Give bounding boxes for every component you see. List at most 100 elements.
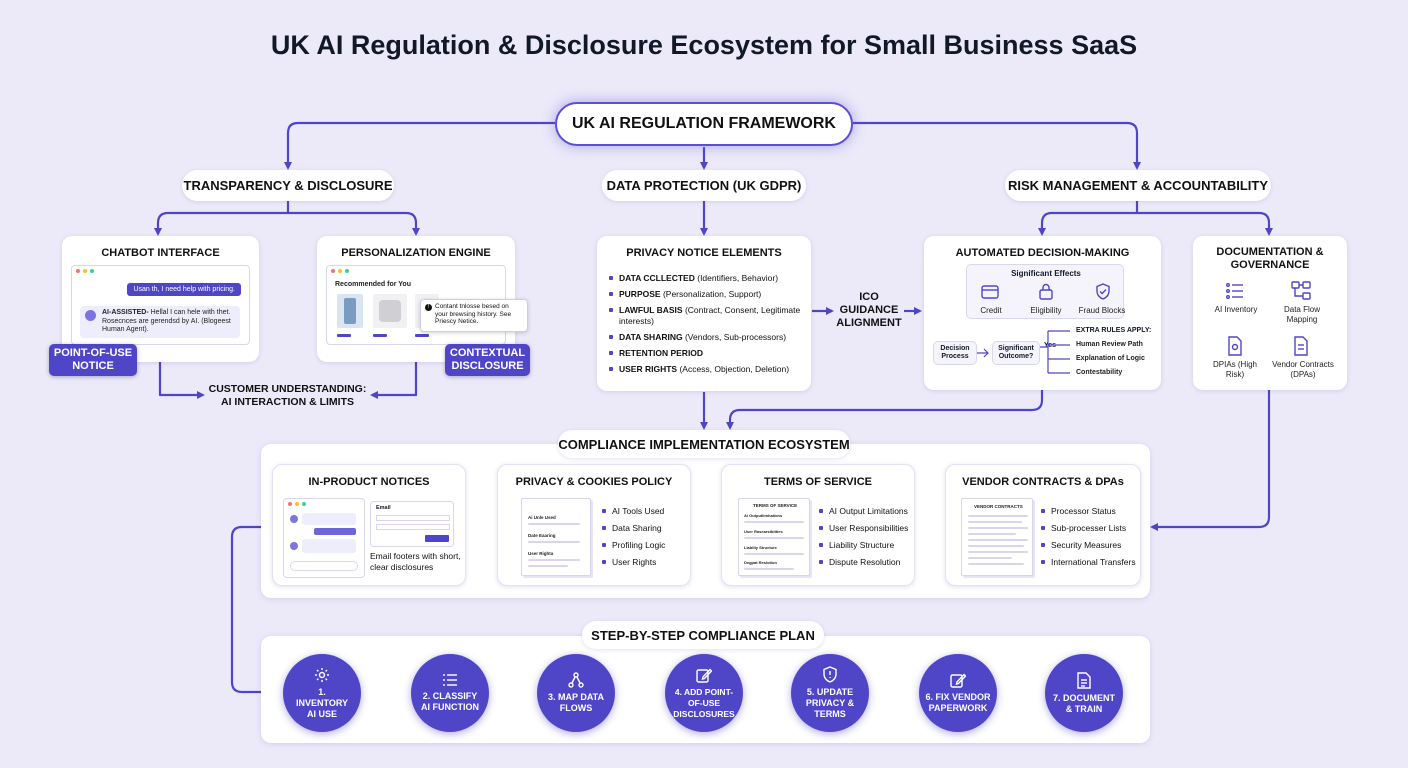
dpia-document-icon	[1228, 336, 1242, 356]
step-4: 4. ADD POINT-OF-USE DISCLOSURES	[665, 654, 743, 732]
chatbot-title: CHATBOT INTERFACE	[101, 247, 220, 259]
edge-personalization-customer	[370, 362, 418, 399]
step-3: 3. MAP DATA FLOWS	[537, 654, 615, 732]
flow-icon	[568, 672, 584, 688]
effect-credit: Credit	[980, 306, 1002, 315]
credit-card-icon	[981, 285, 999, 299]
step-label: 5. UPDATE PRIVACY & TERMS	[805, 687, 855, 719]
documentation-card: DOCUMENTATION & GOVERNANCE AI Inventory …	[1193, 236, 1347, 390]
gear-icon	[315, 667, 329, 682]
page-title: UK AI Regulation & Disclosure Ecosystem …	[270, 30, 1138, 60]
step-6: 6. FIX VENDOR PAPERWORK	[919, 654, 997, 732]
root-node: UK AI REGULATION FRAMEWORK	[555, 102, 853, 146]
privacy-notice-list: DATA CCLLECTED (Identifiers, Behavior) P…	[609, 273, 805, 380]
edit-icon	[950, 673, 966, 688]
doc-item-dpias: DPIAs (High Risk)	[1212, 360, 1257, 379]
privacy-notice-card: PRIVACY NOTICE ELEMENTS DATA CCLLECTED (…	[597, 236, 811, 391]
compliance-ecosystem-title: COMPLIANCE IMPLEMENTATION ECOSYSTEM	[558, 430, 850, 458]
step-5: 5. UPDATE PRIVACY & TERMS	[791, 654, 869, 732]
shield-icon	[823, 666, 837, 683]
vendor-list: Processor Status Sub-processer Lists Sec…	[1041, 506, 1141, 574]
doc-line: Degpat Reslotion	[744, 560, 777, 565]
list-icon	[1226, 283, 1243, 299]
doc-line: Ai Unle Used	[528, 515, 556, 520]
step-7: 7. DOCUMENT & TRAIN	[1045, 654, 1123, 732]
vendor-document: VENDOR CONTRACTS	[961, 498, 1033, 576]
step-label: 3. MAP DATA FLOWS	[547, 692, 604, 713]
email-preview: Email	[370, 501, 454, 547]
effect-fraud-blocks: Fraud Blocks	[1078, 306, 1126, 315]
privacy-policy-item: Data Sharing	[602, 523, 690, 534]
doc-line: User Rasearstbitties	[744, 529, 783, 534]
terms-item: User Responsibilities	[819, 523, 915, 534]
customer-understanding: CUSTOMER UNDERSTANDING: AI INTERACTION &…	[208, 383, 367, 408]
step-label: 7. DOCUMENT & TRAIN	[1053, 692, 1116, 714]
vendor-item: Security Measures	[1041, 540, 1141, 551]
point-of-use-notice-badge: POINT-OF-USE NOTICE	[49, 344, 137, 376]
adm-title: AUTOMATED DECISION-MAKING	[955, 247, 1130, 259]
vendor-item: Processor Status	[1041, 506, 1141, 517]
doc-line: User Righta	[528, 551, 554, 556]
effect-eligibility: Eligibility	[1030, 306, 1062, 315]
edge-transparency-children	[154, 200, 290, 236]
product-image	[337, 294, 363, 328]
decision-process-box: Decision Process	[933, 341, 977, 365]
in-product-title: IN-PRODUCT NOTICES	[308, 476, 430, 488]
privacy-notice-title: PRIVACY NOTICE ELEMENTS	[626, 247, 782, 259]
extra-rule-item: Explanation of Logic	[1076, 355, 1145, 362]
edge-adm-compliance	[726, 390, 1044, 430]
terms-card: TERMS OF SERVICE TERMS OF SERVICE Ai Out…	[721, 464, 915, 586]
terms-title: TERMS OF SERVICE	[764, 476, 872, 488]
significant-outcome-box: Significant Outcome?	[992, 341, 1040, 365]
terms-document: TERMS OF SERVICE Ai Outputlimhations Use…	[738, 498, 810, 576]
privacy-policy-list: AI Tools Used Data Sharing Profiling Log…	[602, 506, 690, 574]
terms-item: Liability Structure	[819, 540, 915, 551]
privacy-notice-item: RETENTION PERIOD	[609, 348, 805, 359]
adm-card: AUTOMATED DECISION-MAKING Significant Ef…	[924, 236, 1161, 390]
terms-list: AI Output Limitations User Responsibilit…	[819, 506, 915, 574]
doc-line: Ai Outputlimhations	[744, 513, 783, 518]
extra-rule-item: Contestability	[1076, 369, 1123, 376]
privacy-notice-item: PURPOSE (Personalization, Support)	[609, 289, 805, 300]
vendor-card: VENDOR CONTRACTS & DPAs VENDOR CONTRACTS…	[945, 464, 1141, 586]
privacy-notice-item: LAWFUL BASIS (Contract, Consent, Legitim…	[609, 305, 805, 327]
info-icon: !	[425, 304, 432, 311]
doc-line: Liabilty Structure	[744, 545, 777, 550]
edit-icon	[696, 667, 712, 683]
branch-data-protection: DATA PROTECTION (UK GDPR)	[602, 170, 806, 201]
chatbot-window: Usan th, I need help with pricing. AI-AS…	[71, 265, 250, 345]
privacy-notice-item: USER RIGHTS (Access, Objection, Deletion…	[609, 364, 805, 375]
ai-message-text: Hellal I can hele with thet. Rosecnces a…	[102, 309, 231, 333]
in-product-caption: Email footers with short, clear disclosu…	[370, 551, 461, 572]
documentation-title: DOCUMENTATION & GOVERNANCE	[1216, 246, 1324, 271]
privacy-policy-item: User Rights	[602, 557, 690, 568]
tooltip-text: Contant tnlosse besed on your brewsing h…	[435, 303, 512, 325]
doc-line: Date Eaaring	[528, 533, 556, 538]
branch-risk: RISK MANAGEMENT & ACCOUNTABILITY	[1005, 170, 1271, 201]
edge-root-risk	[853, 121, 1141, 170]
ico-guidance-label: ICO GUIDANCE ALIGNMENT	[836, 291, 902, 329]
product-image	[373, 294, 407, 328]
personalization-title: PERSONALIZATION ENGINE	[341, 247, 491, 259]
edge-doc-vendor	[1150, 390, 1271, 531]
contract-document-icon	[1294, 336, 1308, 356]
chatbot-user-message: Usan th, I need help with pricing.	[127, 283, 241, 296]
ai-assisted-label: AI-ASSISTED-	[102, 309, 149, 316]
compliance-plan-title: STEP-BY-STEP COMPLIANCE PLAN	[582, 621, 824, 649]
data-flow-icon	[1291, 281, 1311, 300]
contextual-disclosure-badge: CONTEXTUAL DISCLOSURE	[445, 344, 530, 376]
extra-rule-item: Human Review Path	[1076, 341, 1143, 348]
privacy-policy-title: PRIVACY & COOKIES POLICY	[515, 476, 673, 488]
doc-item-ai-inventory: AI Inventory	[1214, 305, 1258, 314]
edge-chatbot-customer	[158, 362, 205, 399]
privacy-policy-card: PRIVACY & COOKIES POLICY Ai Unle Used Da…	[497, 464, 691, 586]
doc-line: VENDOR CONTRACTS	[974, 504, 1023, 509]
terms-item: Dispute Resolution	[819, 557, 915, 568]
vendor-item: International Transfers	[1041, 557, 1141, 568]
document-icon	[1077, 671, 1091, 689]
lock-icon	[1039, 283, 1053, 300]
step-label: 4. ADD POINT-OF-USE DISCLOSURES	[673, 686, 735, 719]
privacy-notice-item: DATA SHARING (Vendors, Sub-processors)	[609, 332, 805, 343]
step-label: 2. CLASSIFY AI FUNCTION	[421, 691, 479, 712]
edge-risk-children	[1038, 200, 1139, 236]
